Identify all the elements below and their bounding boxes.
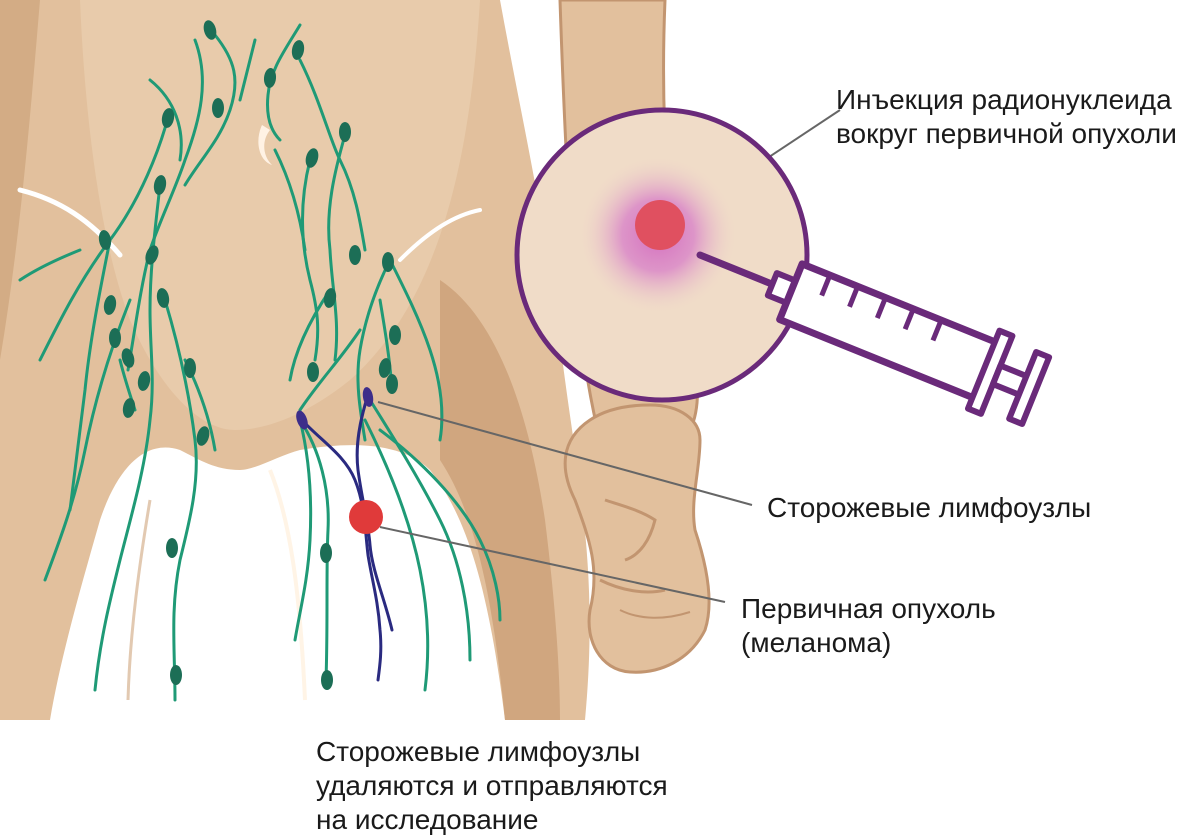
lymph-node: [339, 122, 351, 142]
lymph-node: [166, 538, 178, 558]
label-removal-note: Сторожевые лимфоузлы удаляются и отправл…: [316, 735, 668, 837]
right-groin-crease: [398, 208, 482, 262]
finger-crease-2: [619, 609, 691, 619]
zoom-inset: [514, 107, 810, 403]
lymph-node: [121, 348, 135, 368]
lymph-node: [320, 543, 332, 563]
lymph-node: [291, 40, 305, 60]
inner-thigh-line-right: [126, 499, 152, 701]
lymph-node: [263, 68, 277, 88]
lymph-node: [349, 245, 361, 265]
lymph-nodes: [98, 20, 401, 690]
lymph-node: [386, 374, 398, 394]
tumor-closeup: [635, 200, 685, 250]
lymph-node: [203, 20, 217, 40]
lymph-node: [321, 670, 333, 690]
label-line: удаляются и отправляются: [316, 770, 668, 801]
lymph-node: [161, 108, 175, 128]
lymph-node: [305, 148, 319, 168]
label-line: Инъекция радионуклеида: [836, 84, 1172, 115]
belly-button: [258, 125, 272, 165]
lymph-node: [307, 362, 319, 382]
lymph-node: [382, 252, 394, 272]
syringe-needle: [696, 251, 778, 289]
lymph-node: [98, 230, 112, 250]
label-line: Сторожевые лимфоузлы: [767, 492, 1092, 523]
lymph-node: [170, 665, 182, 685]
label-line: Первичная опухоль: [741, 593, 996, 624]
lymph-node: [389, 325, 401, 345]
sentinel-node: [362, 387, 374, 407]
lymph-node: [378, 358, 392, 378]
label-primary-tumor: Первичная опухоль (меланома): [741, 592, 996, 660]
left-hip-shadow: [0, 0, 40, 360]
right-thigh-shadow: [440, 280, 560, 720]
label-injection: Инъекция радионуклеида вокруг первичной …: [836, 83, 1177, 151]
lymph-node: [103, 295, 117, 315]
label-line: на исследование: [316, 804, 539, 835]
lymph-node: [184, 358, 196, 378]
label-line: (меланома): [741, 627, 892, 658]
finger-crease: [599, 578, 666, 594]
hand: [563, 403, 711, 674]
lymph-node: [122, 398, 136, 418]
syringe-barrel: [776, 260, 1001, 402]
syringe-icon: [696, 251, 1053, 427]
sentinel-node: [296, 410, 308, 430]
thumb: [604, 498, 657, 562]
syringe-markings: [819, 274, 944, 342]
inner-thigh-line-left: [268, 469, 307, 701]
lymph-node: [109, 328, 121, 348]
primary-tumor: [349, 500, 383, 534]
lymph-node: [156, 288, 170, 308]
sentinel-nodes: [296, 387, 374, 430]
lymph-node: [323, 288, 337, 308]
lymph-node: [196, 426, 210, 446]
syringe-plunger-cap: [1006, 348, 1053, 427]
lymph-node: [212, 98, 224, 118]
lymph-node: [137, 371, 151, 391]
label-line: Сторожевые лимфоузлы: [316, 736, 641, 767]
lymph-node: [145, 245, 159, 265]
label-sentinel-nodes: Сторожевые лимфоузлы: [767, 491, 1091, 525]
lymph-node: [153, 175, 167, 195]
label-line: вокруг первичной опухоли: [836, 118, 1177, 149]
belly-highlight: [80, 0, 480, 430]
